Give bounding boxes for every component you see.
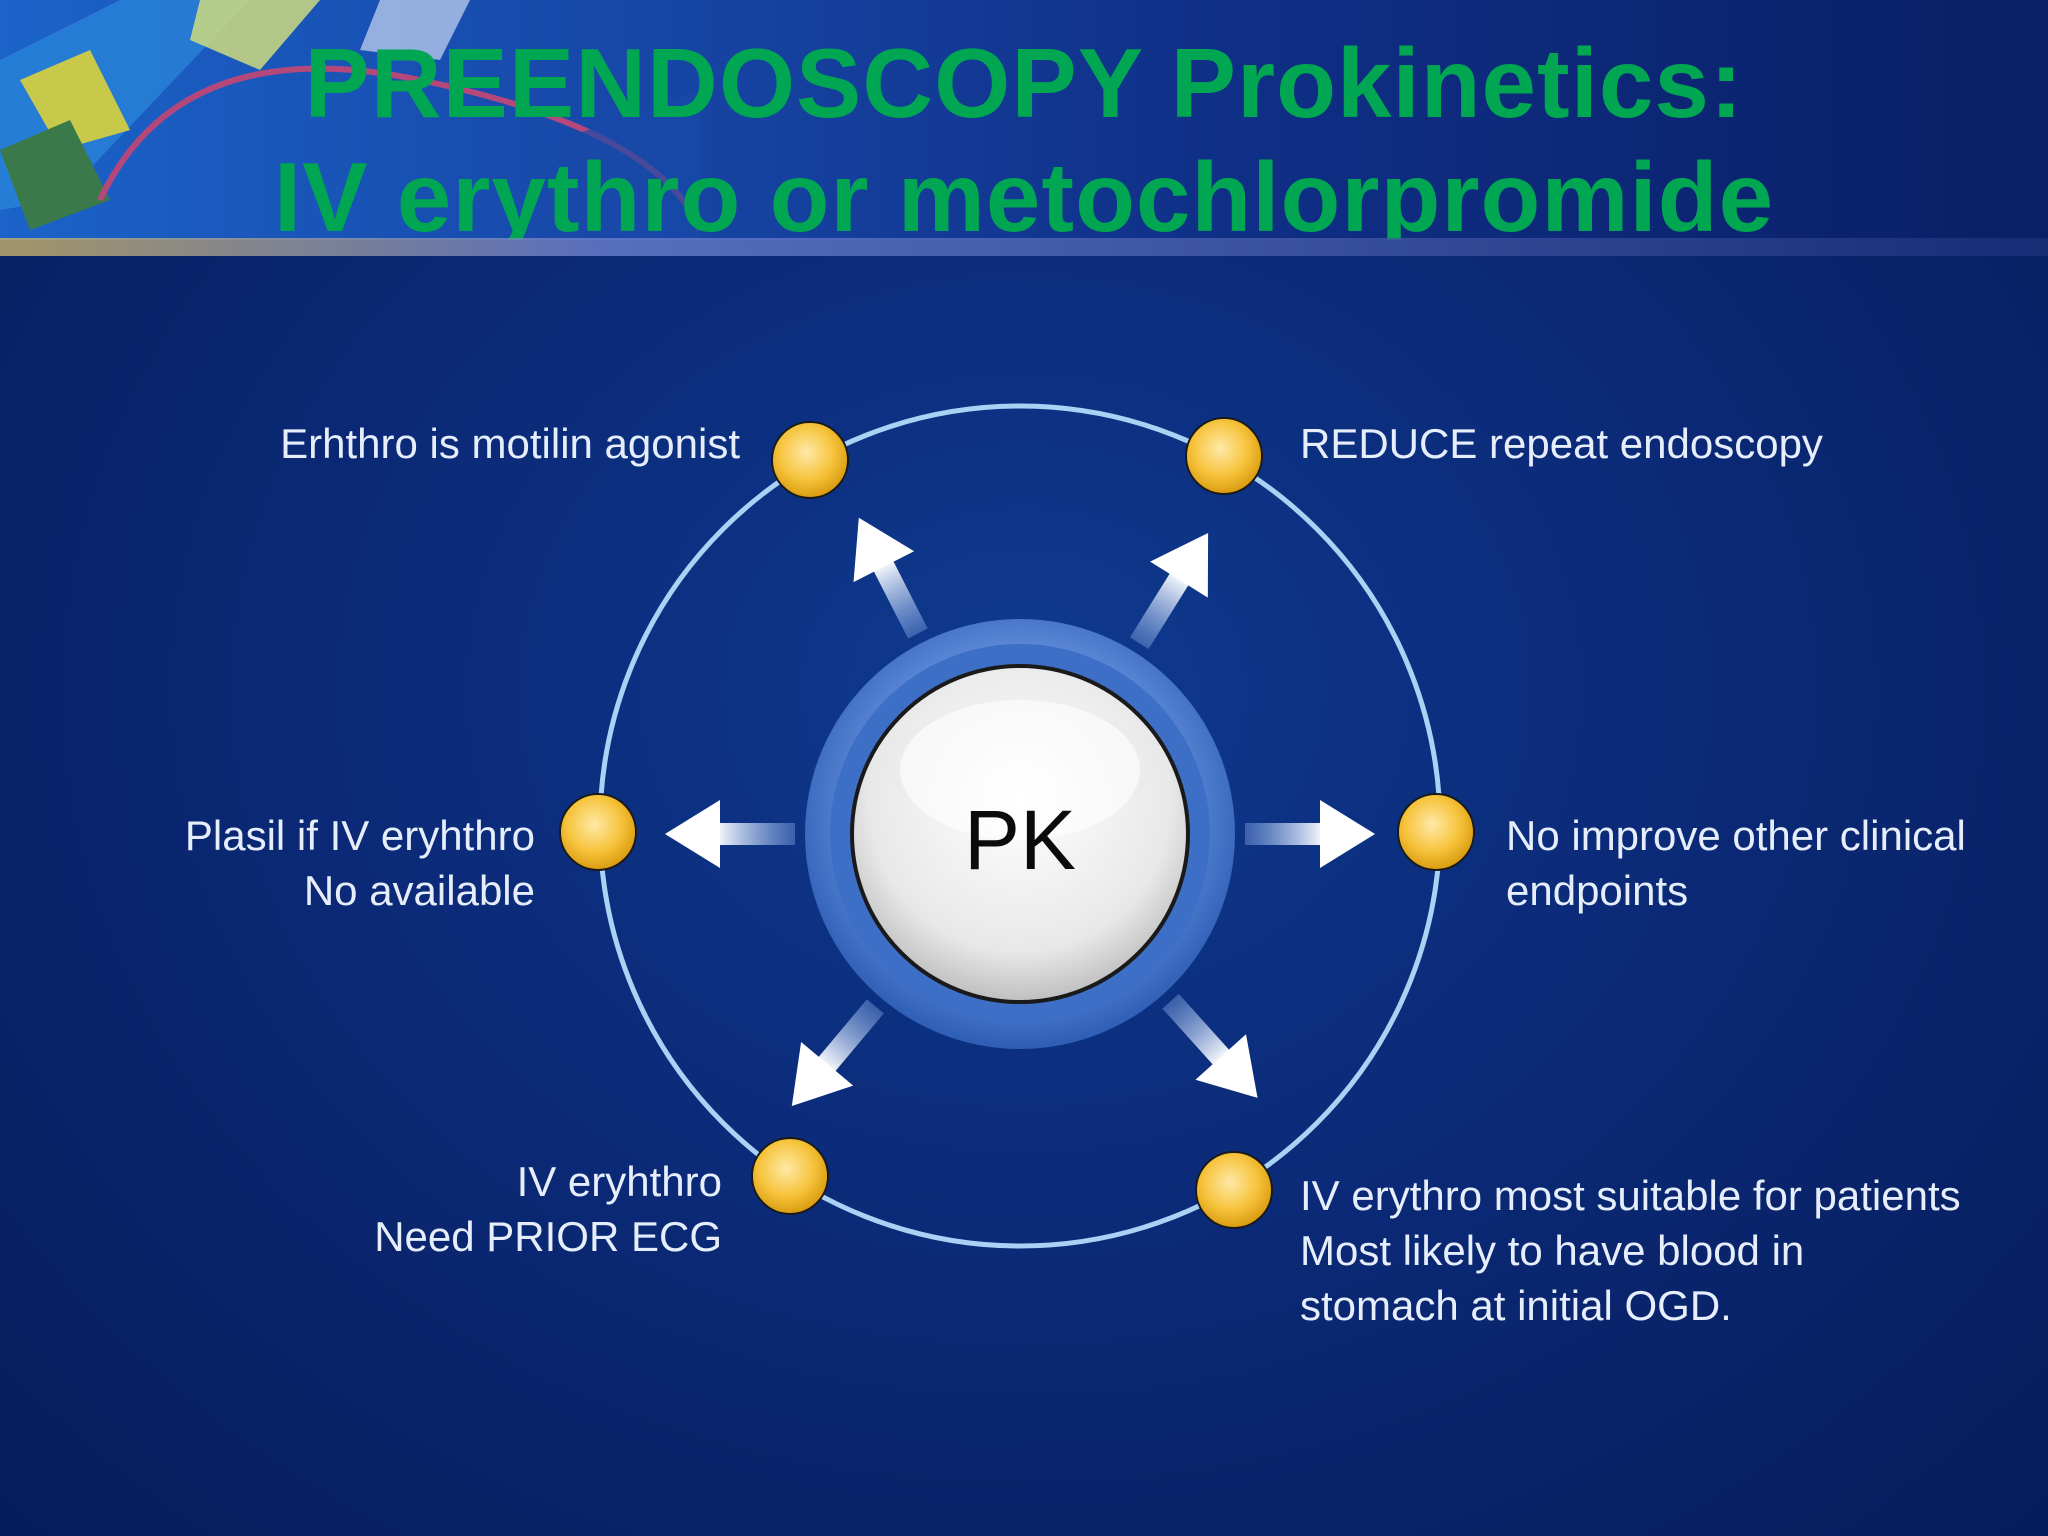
center-label: PK (963, 793, 1077, 887)
arrow-top-left (853, 517, 928, 639)
label-line: Erhthro is motilin agonist (280, 420, 740, 467)
header-divider (0, 238, 2048, 256)
label-bottom-left: IV eryhthro Need PRIOR ECG (200, 1154, 722, 1264)
slide-title: PREENDOSCOPY Prokinetics: IV erythro or … (0, 26, 2048, 240)
label-line: endpoints (1506, 867, 1689, 914)
label-top-right: REDUCE repeat endoscopy (1300, 416, 2000, 471)
node-top-right (1185, 417, 1263, 495)
label-line: Most likely to have blood in (1300, 1227, 1805, 1274)
label-line: No available (303, 867, 535, 914)
arrow-bottom-right (1162, 993, 1258, 1098)
label-mid-left: Plasil if IV eryhthro No available (60, 808, 535, 918)
label-line: No improve other clinical (1506, 812, 1966, 859)
label-line: stomach at initial OGD. (1300, 1282, 1732, 1329)
label-top-left: Erhthro is motilin agonist (150, 416, 740, 471)
node-mid-right (1397, 793, 1475, 871)
header-banner: PREENDOSCOPY Prokinetics: IV erythro or … (0, 0, 2048, 240)
arrow-left (665, 800, 795, 868)
title-line-1: PREENDOSCOPY Prokinetics: (304, 28, 1744, 138)
label-line: IV erythro most suitable for patients (1300, 1172, 1961, 1219)
label-line: IV eryhthro (516, 1158, 722, 1205)
label-line: Plasil if IV eryhthro (184, 812, 535, 859)
decorative-graphic (0, 0, 700, 240)
label-line: REDUCE repeat endoscopy (1300, 420, 1823, 467)
label-line: Need PRIOR ECG (374, 1213, 722, 1260)
title-line-2: IV erythro or metochlorpromide (273, 142, 1775, 240)
arrow-top-right (1129, 532, 1209, 650)
arrow-right (1245, 800, 1375, 868)
label-mid-right: No improve other clinical endpoints (1506, 808, 2036, 918)
label-bottom-right: IV erythro most suitable for patients Mo… (1300, 1168, 2040, 1333)
arrow-bottom-left (791, 999, 884, 1106)
node-bottom-right (1195, 1151, 1273, 1229)
node-mid-left (559, 793, 637, 871)
node-bottom-left (751, 1137, 829, 1215)
node-top-left (771, 421, 849, 499)
